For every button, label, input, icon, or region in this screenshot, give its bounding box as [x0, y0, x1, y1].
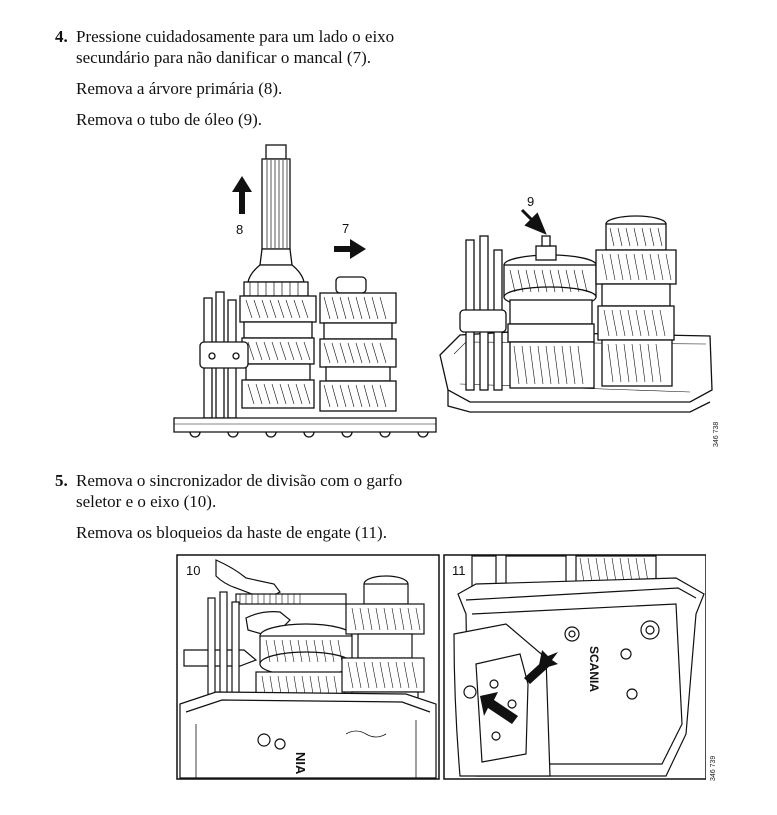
callout-7: 7: [342, 221, 349, 236]
step-text-line-2: seletor e o eixo (10).: [76, 492, 217, 511]
figure-reference-2: 346 739: [710, 755, 717, 781]
brand-lettering-left: NIA: [293, 752, 308, 775]
arrow-up-left-icon: [480, 692, 518, 724]
figure-reference-1: 346 738: [713, 421, 720, 447]
instruction-remove-oil-tube: Remova o tubo de óleo (9).: [76, 110, 263, 129]
step-number: 5.: [55, 471, 68, 490]
step-text-line-2: secundário para não danificar o mancal (…: [76, 48, 371, 67]
step-text-line-1: Remova o sincronizador de divisão com o …: [76, 471, 403, 490]
arrow-down-right-icon: [520, 208, 547, 235]
step-text-line-1: Pressione cuidadosamente para um lado o …: [76, 27, 395, 46]
callout-9: 9: [527, 194, 534, 209]
brand-lettering-right: SCANIA: [587, 646, 601, 692]
figure-gearbox-shafts: 8 7: [173, 144, 713, 438]
arrow-up-right-icon: [524, 650, 558, 684]
figure-synchronizer-removal: 10 NIA SCANIA 11: [176, 554, 706, 780]
arrow-right-icon: [334, 239, 366, 259]
callout-10: 10: [186, 563, 200, 578]
callout-11: 11: [452, 563, 466, 578]
callout-8: 8: [236, 222, 243, 237]
instruction-remove-primary-shaft: Remova a árvore primária (8).: [76, 79, 283, 98]
arrow-up-icon: [232, 176, 252, 214]
step-number: 4.: [55, 27, 68, 46]
instruction-remove-locks: Remova os bloqueios da haste de engate (…: [76, 523, 387, 542]
